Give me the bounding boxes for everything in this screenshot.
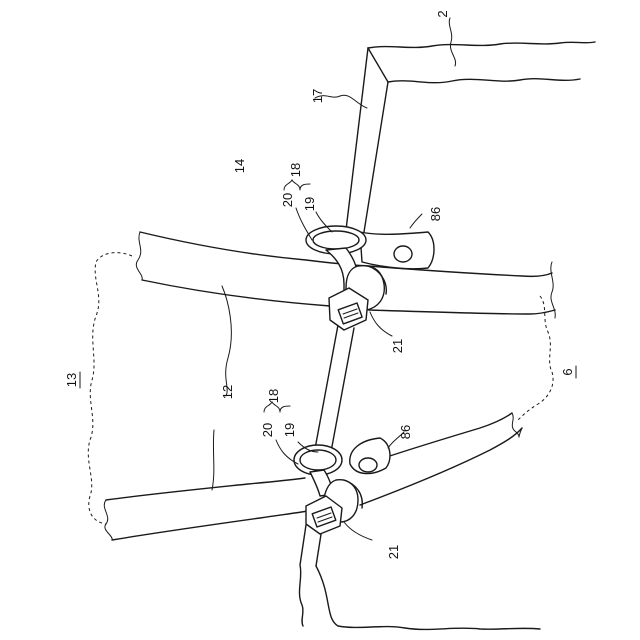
clamp-21-upper — [329, 266, 386, 330]
label-12: 12 — [220, 385, 235, 399]
label-18-lower: 18 — [266, 389, 281, 403]
label-20-lower: 20 — [260, 423, 275, 437]
boundary-13 — [88, 253, 132, 524]
label-6: 6 — [560, 368, 575, 375]
label-18-upper: 18 — [288, 163, 303, 177]
label-2: 2 — [435, 10, 450, 17]
label-19-lower: 19 — [282, 423, 297, 437]
label-86-lower: 86 — [398, 425, 413, 439]
label-17: 17 — [310, 89, 325, 103]
clamp-21-lower — [306, 480, 362, 534]
label-21-lower: 21 — [386, 545, 401, 559]
label-86-upper: 86 — [428, 207, 443, 221]
panel-2 — [368, 18, 595, 83]
bottom-panel — [316, 566, 540, 629]
boundary-6 — [516, 296, 553, 422]
label-14: 14 — [232, 159, 247, 173]
label-13: 13 — [64, 373, 79, 387]
brace-18-upper — [284, 180, 310, 190]
label-19-upper: 19 — [302, 197, 317, 211]
label-21-upper: 21 — [390, 339, 405, 353]
label-20-upper: 20 — [280, 193, 295, 207]
frame-17 — [299, 48, 388, 626]
